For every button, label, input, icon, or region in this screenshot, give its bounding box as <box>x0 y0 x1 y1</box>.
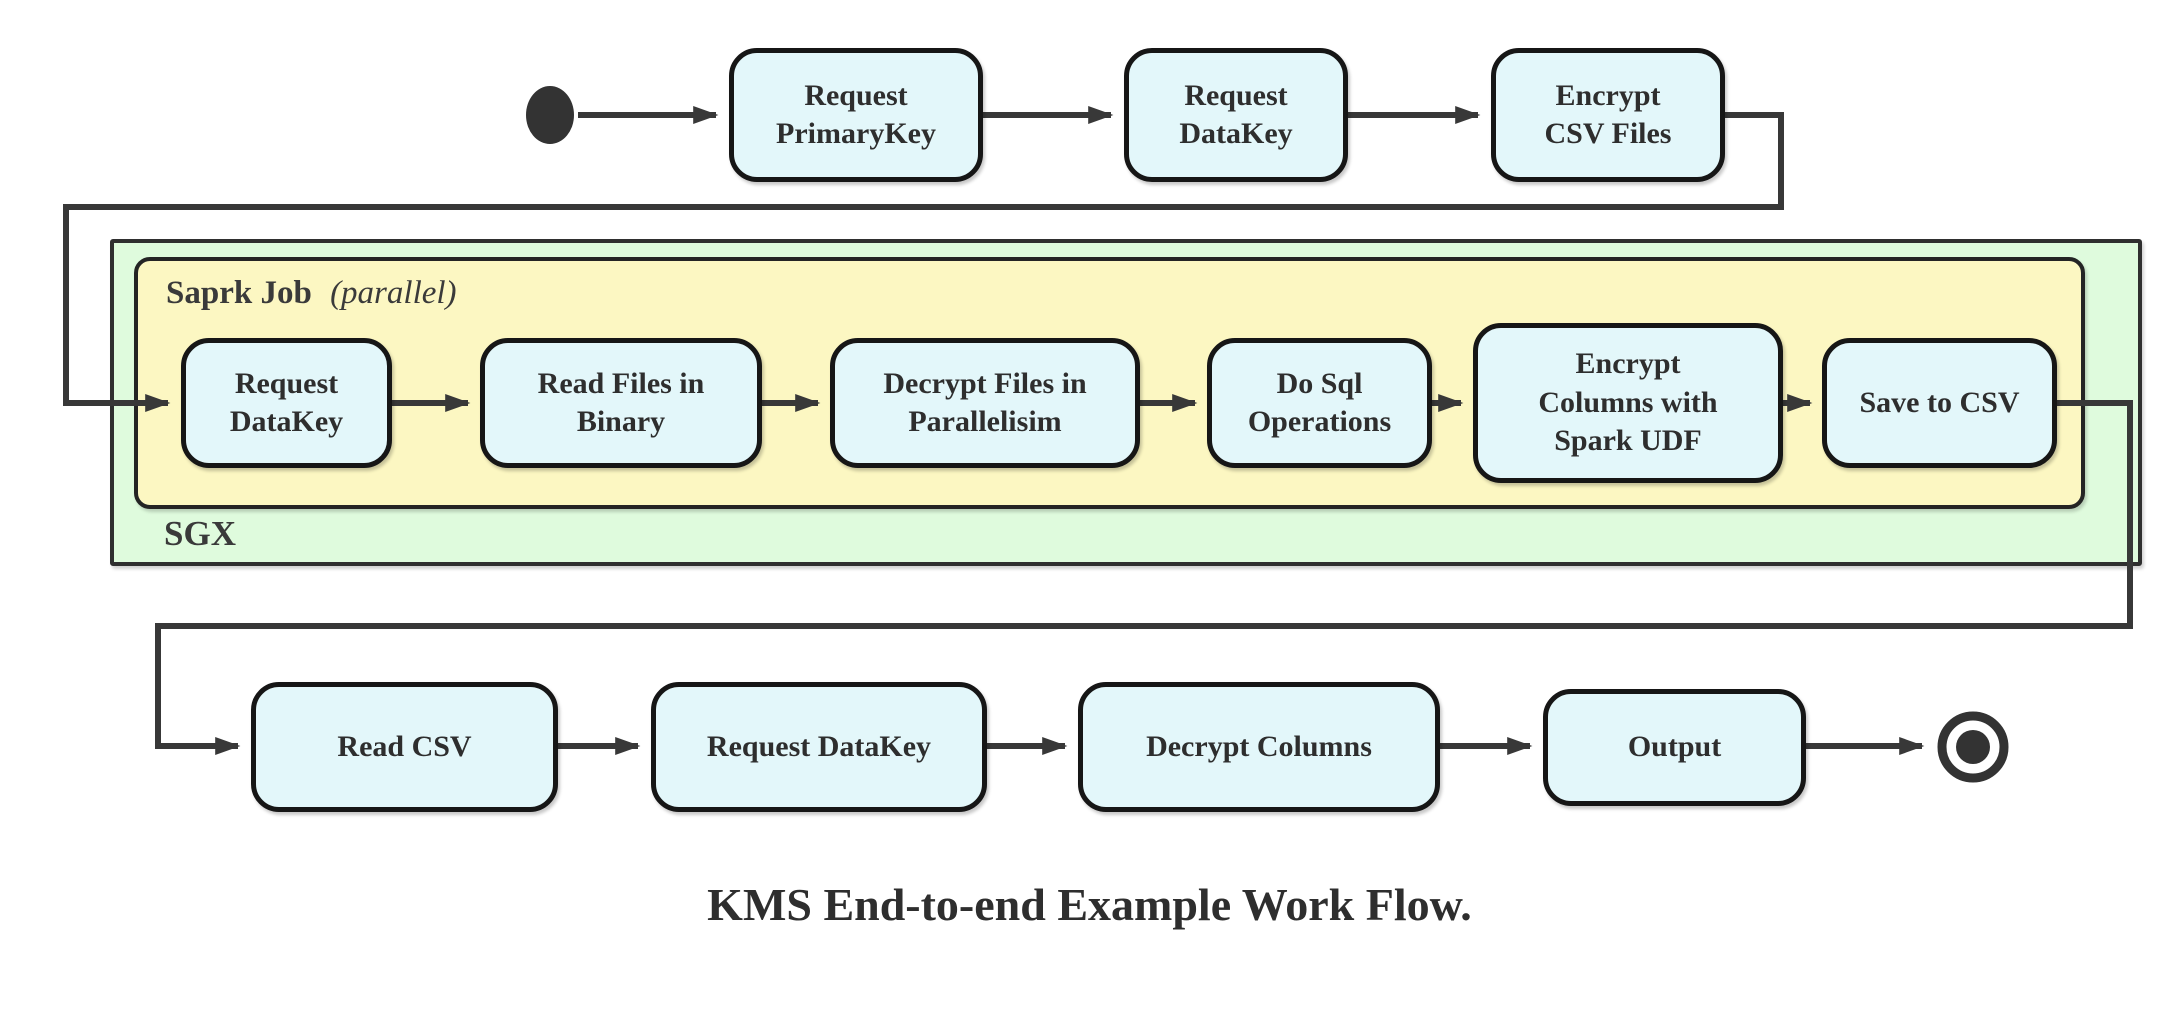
node-output: Output <box>1543 689 1806 806</box>
node-request-datakey-bottom: Request DataKey <box>651 682 987 812</box>
node-read-files-in-binary: Read Files in Binary <box>480 338 762 468</box>
node-encrypt-csv-files: Encrypt CSV Files <box>1491 48 1725 182</box>
spark-job-label-bold: Saprk Job <box>166 275 312 311</box>
node-request-datakey-top: Request DataKey <box>1124 48 1348 182</box>
sgx-container-label: SGX <box>164 514 236 553</box>
edge-save-csv-to-read-csv <box>155 400 2133 755</box>
spark-job-container-label: Saprk Job (parallel) <box>166 275 457 312</box>
node-read-csv: Read CSV <box>251 682 558 812</box>
node-decrypt-columns: Decrypt Columns <box>1078 682 1440 812</box>
node-decrypt-files-in-parallelisim: Decrypt Files in Parallelisim <box>830 338 1140 468</box>
end-node-icon <box>1937 711 2009 783</box>
start-node-icon <box>526 86 574 144</box>
node-request-datakey-sgx: Request DataKey <box>181 338 392 468</box>
node-save-to-csv: Save to CSV <box>1822 338 2057 468</box>
edge-encrypt-csv-to-sgx-request-datakey <box>63 112 1784 412</box>
spark-job-label-parallel: (parallel) <box>330 275 457 311</box>
diagram-caption: KMS End-to-end Example Work Flow. <box>707 879 1472 930</box>
node-request-primarykey: Request PrimaryKey <box>729 48 983 182</box>
node-do-sql-operations: Do Sql Operations <box>1207 338 1432 468</box>
node-encrypt-columns-with-spark-udf: Encrypt Columns with Spark UDF <box>1473 323 1783 483</box>
